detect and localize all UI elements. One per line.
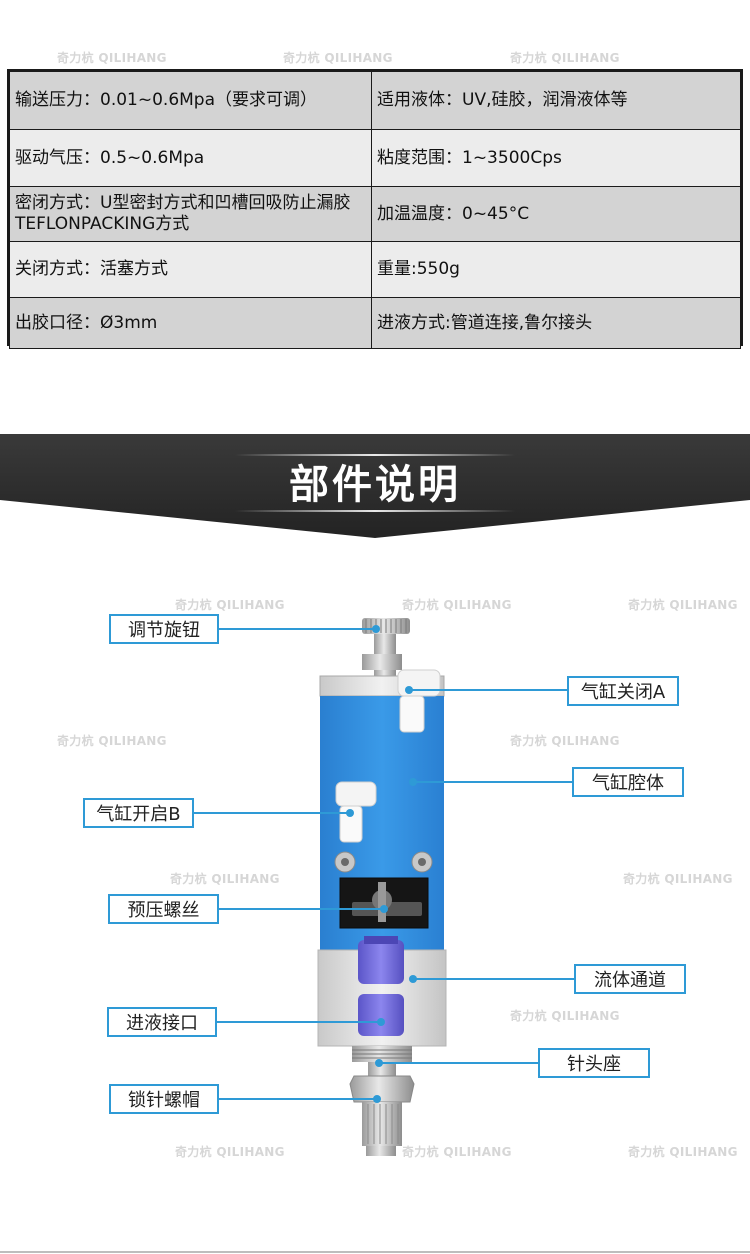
label-lock-needle-nut: 锁针螺帽 [109,1084,219,1114]
spec-cell: 出胶口径：Ø3mm [9,297,372,349]
label-cylinder-close-a: 气缸关闭A [567,676,679,706]
callout-dot [377,1018,385,1026]
label-adjust-knob: 调节旋钮 [109,614,219,644]
watermark: 奇力杭 QILIHANG [170,872,280,886]
callout-dot [405,686,413,694]
table-row: 关闭方式：活塞方式 重量:550g [9,241,741,298]
callout-dot [409,975,417,983]
watermark: 奇力杭 QILIHANG [510,1009,620,1023]
label-inlet-port: 进液接口 [107,1007,217,1037]
callout-dot [373,1095,381,1103]
label-cylinder-body: 气缸腔体 [572,767,684,797]
watermark: 奇力杭 QILIHANG [623,872,733,886]
callout-line [409,689,568,691]
spec-cell: 重量:550g [371,241,741,298]
callout-dot [375,1059,383,1067]
watermark: 奇力杭 QILIHANG [175,598,285,612]
label-fluid-channel: 流体通道 [574,964,686,994]
watermark: 奇力杭 QILIHANG [628,598,738,612]
spec-cell: 进液方式:管道连接,鲁尔接头 [371,297,741,349]
table-row: 输送压力：0.01~0.6Mpa（要求可调） 适用液体：UV,硅胶，润滑液体等 [9,71,741,130]
watermark: 奇力杭 QILIHANG [57,734,167,748]
spec-table: 输送压力：0.01~0.6Mpa（要求可调） 适用液体：UV,硅胶，润滑液体等 … [7,69,743,349]
watermark: 奇力杭 QILIHANG [510,51,620,65]
spec-cell: 适用液体：UV,硅胶，润滑液体等 [371,71,741,130]
watermark: 奇力杭 QILIHANG [402,1145,512,1159]
divider [0,1251,750,1253]
watermark: 奇力杭 QILIHANG [283,51,393,65]
table-row: 密闭方式：U型密封方式和凹槽回吸防止漏胶TEFLONPACKING方式 加温温度… [9,186,741,242]
callout-line [194,812,350,814]
callout-line [413,978,575,980]
spec-cell: 粘度范围：1~3500Cps [371,129,741,187]
spec-cell: 加温温度：0~45°C [371,186,741,242]
watermark: 奇力杭 QILIHANG [510,734,620,748]
spec-cell: 关闭方式：活塞方式 [9,241,372,298]
table-row: 驱动气压：0.5~0.6Mpa 粘度范围：1~3500Cps [9,129,741,187]
callout-line [379,1062,539,1064]
spec-cell: 密闭方式：U型密封方式和凹槽回吸防止漏胶TEFLONPACKING方式 [9,186,372,242]
spec-cell: 输送压力：0.01~0.6Mpa（要求可调） [9,71,372,130]
callout-dot [380,905,388,913]
watermark: 奇力杭 QILIHANG [628,1145,738,1159]
section-title: 部件说明 [289,462,461,508]
watermark: 奇力杭 QILIHANG [57,51,167,65]
callout-dot [372,625,380,633]
label-needle-seat: 针头座 [538,1048,650,1078]
table-row: 出胶口径：Ø3mm 进液方式:管道连接,鲁尔接头 [9,297,741,349]
section-banner: 部件说明 [0,434,750,538]
callout-line [219,628,376,630]
dispensing-valve-illustration [317,618,447,1156]
spec-cell: 驱动气压：0.5~0.6Mpa [9,129,372,187]
callout-dot [409,778,417,786]
callout-line [217,1021,381,1023]
callout-line [219,1098,377,1100]
callout-line [413,781,573,783]
watermark: 奇力杭 QILIHANG [175,1145,285,1159]
label-cylinder-open-b: 气缸开启B [83,798,194,828]
callout-dot [346,809,354,817]
label-preload-screw: 预压螺丝 [108,894,219,924]
callout-line [219,908,384,910]
watermark: 奇力杭 QILIHANG [402,598,512,612]
